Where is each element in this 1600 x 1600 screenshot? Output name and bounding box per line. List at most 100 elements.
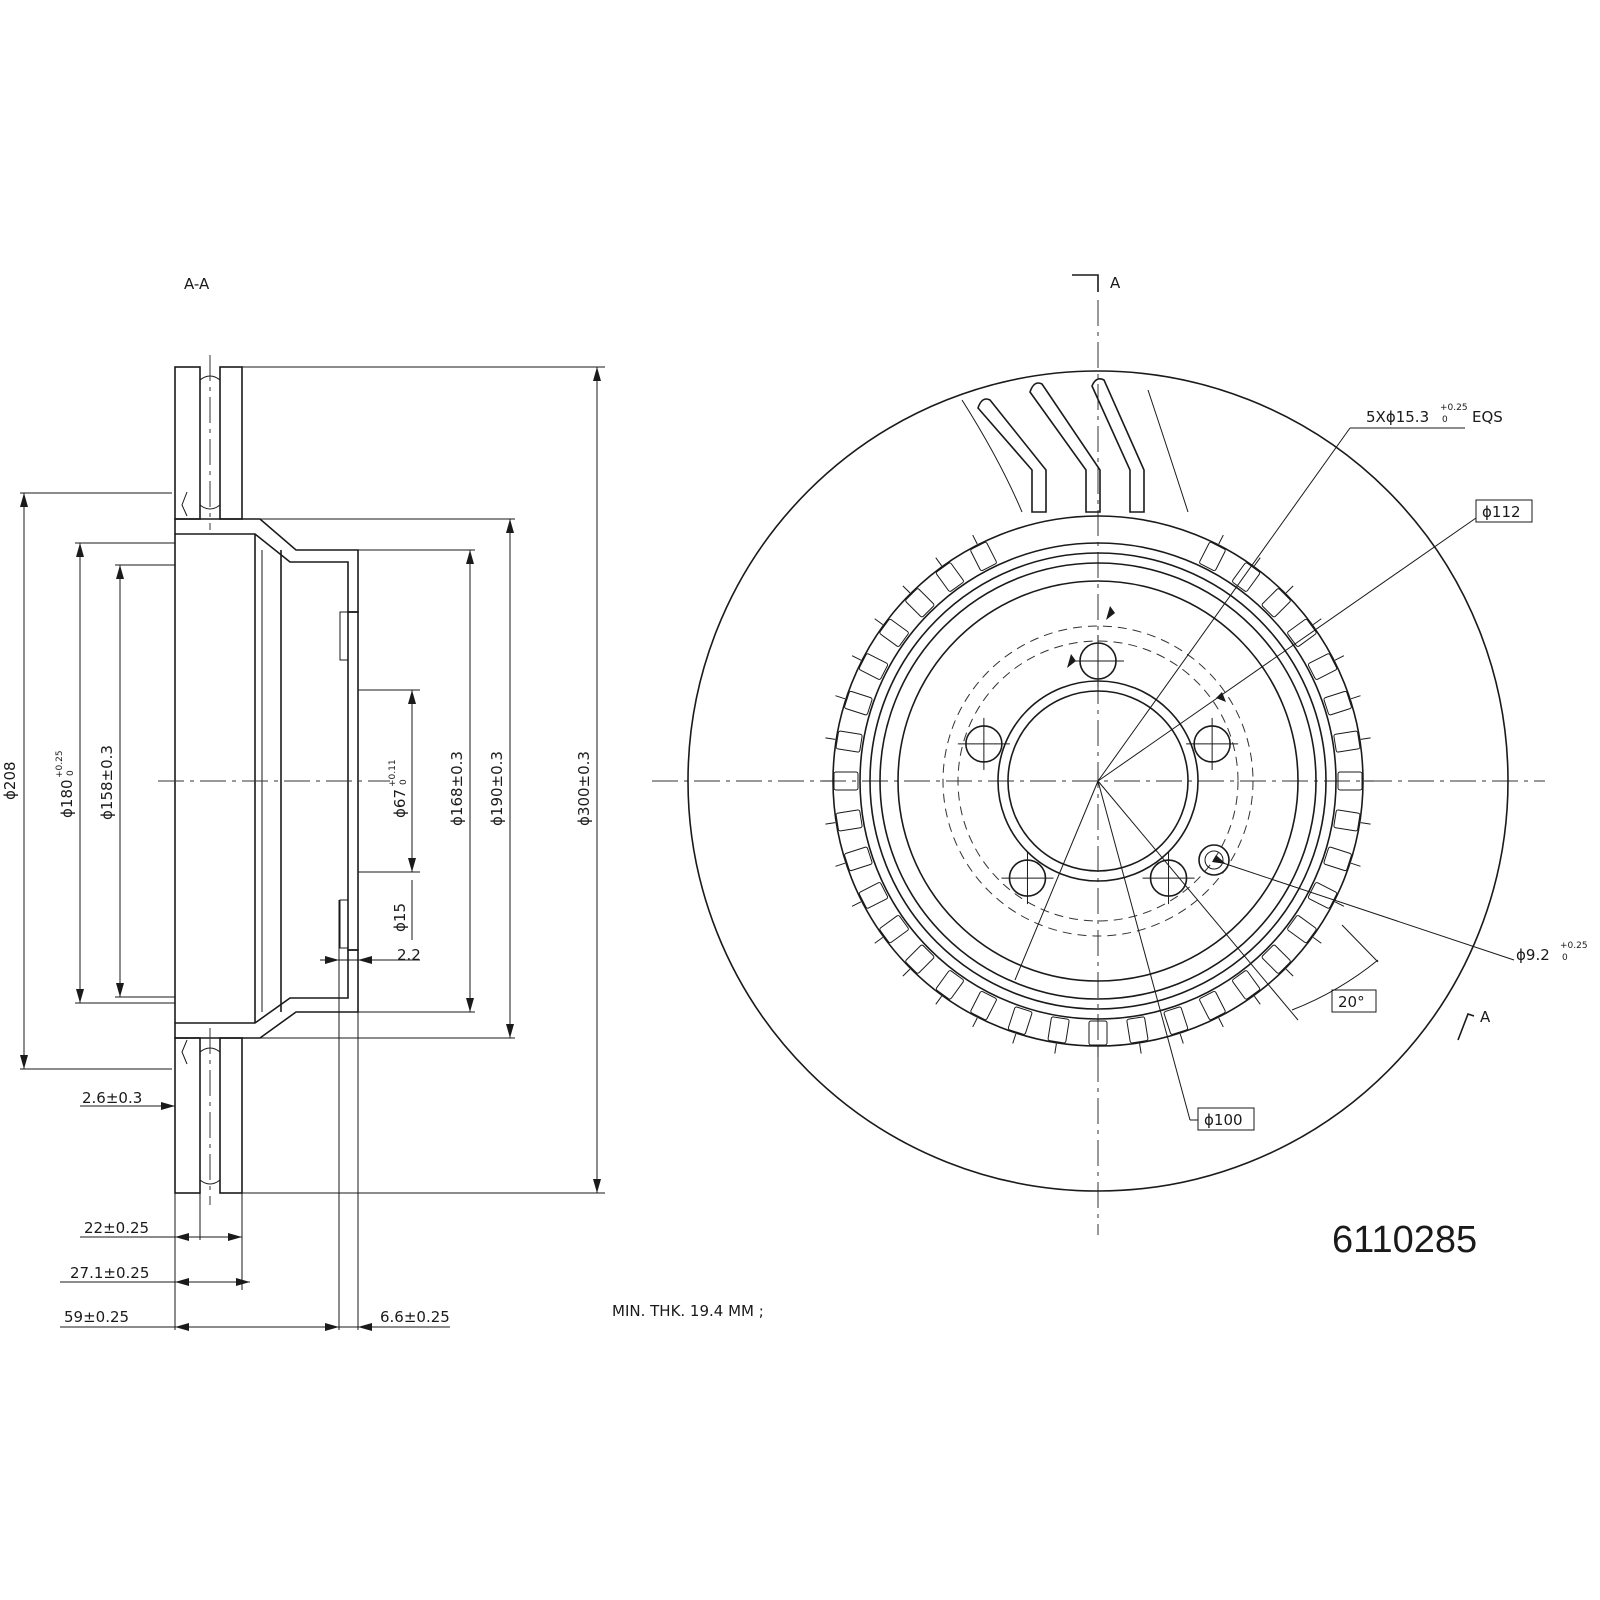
dim-d208: ϕ208 <box>1 761 19 800</box>
svg-text:EQS: EQS <box>1472 408 1503 426</box>
svg-text:ϕ180: ϕ180 <box>58 779 76 818</box>
dim-d168: ϕ168±0.3 <box>448 751 466 826</box>
vent-slot <box>1287 915 1322 944</box>
vent-slot <box>935 970 964 1005</box>
vent-slots <box>822 534 1374 1057</box>
vent-slot <box>1333 730 1371 753</box>
vent-fin-cutaway <box>961 378 1189 513</box>
box-d112 <box>1475 499 1533 523</box>
min-thickness-note: MIN. THK. 19.4 MM ; <box>612 1302 764 1320</box>
vent-slot <box>851 653 889 680</box>
section-label: A-A <box>184 275 210 293</box>
front-dim-d100: ϕ100 <box>1204 1111 1243 1129</box>
hat-section-top <box>174 518 359 613</box>
vent-slot <box>970 990 997 1028</box>
svg-text:+0.25: +0.25 <box>55 750 65 778</box>
pin-hole <box>1198 844 1230 876</box>
svg-text:0: 0 <box>1442 415 1448 425</box>
leader-lines <box>1014 427 1515 1121</box>
vent-slot <box>1232 557 1261 592</box>
hat-ring-3 <box>897 580 1299 982</box>
bolt-hole <box>957 717 1010 770</box>
section-extension-lines <box>20 366 605 1330</box>
vent-slot <box>1163 1006 1189 1044</box>
vent-slot <box>1261 585 1294 618</box>
section-marker-bottom-label: A <box>1480 1008 1491 1026</box>
svg-text:+0.25: +0.25 <box>1440 403 1468 413</box>
bolt-hole <box>1072 635 1124 687</box>
svg-text:ϕ67: ϕ67 <box>391 789 409 818</box>
section-cut-marker-top <box>1072 274 1099 292</box>
rotor-plate-top <box>174 366 243 520</box>
front-view: A A <box>652 274 1588 1235</box>
vent-ring-inner <box>859 542 1337 1020</box>
vent-slot <box>825 809 863 832</box>
section-arrowheads <box>20 367 601 1331</box>
front-dim-pin-hole: ϕ9.2 +0.25 0 <box>1516 941 1588 964</box>
vent-slot <box>1047 1016 1070 1054</box>
rotor-plate-bottom <box>174 1037 243 1194</box>
box-angle <box>1331 989 1377 1013</box>
part-number: 6110285 <box>1332 1219 1477 1261</box>
vent-slot <box>902 585 935 618</box>
rotor-outer-edge <box>687 370 1509 1192</box>
dim-22: 22±0.25 <box>84 1219 149 1237</box>
bolt-hole <box>1001 852 1054 905</box>
dim-2-2: 2.2 <box>397 946 421 964</box>
hat-ring-1 <box>869 552 1327 1010</box>
vent-slot <box>1088 1020 1108 1057</box>
section-dimension-lines <box>23 367 598 1328</box>
svg-text:0: 0 <box>1562 953 1568 963</box>
vent-slot <box>1126 1016 1149 1054</box>
svg-text:0: 0 <box>399 779 409 785</box>
vent-slot <box>902 944 935 977</box>
dim-27-1: 27.1±0.25 <box>70 1264 149 1282</box>
vent-slot <box>1323 846 1361 872</box>
vent-slot <box>822 771 859 791</box>
dim-59: 59±0.25 <box>64 1308 129 1326</box>
vent-slot <box>851 882 889 909</box>
section-view: A-A <box>1 275 605 1331</box>
vent-slot <box>1307 653 1345 680</box>
vent-slot <box>970 534 997 572</box>
dim-d67: ϕ67 +0.11 0 <box>388 759 409 818</box>
vent-slot <box>1287 618 1322 647</box>
vent-ring-outer <box>832 515 1364 1047</box>
bolt-holes <box>957 635 1239 905</box>
dim-d158: ϕ158±0.3 <box>98 745 116 820</box>
vent-slot <box>1261 944 1294 977</box>
dim-2-6: 2.6±0.3 <box>82 1089 142 1107</box>
vent-slot <box>1307 882 1345 909</box>
section-cut-marker-bottom <box>1457 1012 1475 1041</box>
hat-section-bottom <box>174 949 359 1039</box>
hat-ring-2 <box>879 562 1317 1000</box>
dim-d190: ϕ190±0.3 <box>488 751 506 826</box>
svg-text:ϕ9.2: ϕ9.2 <box>1516 946 1550 964</box>
bolt-hole <box>1142 852 1195 905</box>
svg-text:5Xϕ15.3: 5Xϕ15.3 <box>1366 408 1429 426</box>
vent-slot <box>874 915 909 944</box>
dim-d300: ϕ300±0.3 <box>575 751 593 826</box>
vent-slot <box>874 618 909 647</box>
svg-text:+0.25: +0.25 <box>1560 941 1588 951</box>
vent-slot <box>825 730 863 753</box>
vent-slot <box>1232 970 1261 1005</box>
bolt-circle <box>942 625 1254 937</box>
vent-slot <box>1333 809 1371 832</box>
vent-slot <box>1323 690 1361 716</box>
vent-slot <box>1199 990 1226 1028</box>
dim-d180: ϕ180 +0.25 0 <box>55 750 76 818</box>
dim-6-6: 6.6±0.25 <box>380 1308 450 1326</box>
box-d100 <box>1197 1107 1255 1131</box>
vent-slot <box>835 846 873 872</box>
svg-text:0: 0 <box>66 770 76 776</box>
vent-slot <box>1337 771 1374 791</box>
vent-slot <box>1199 534 1226 572</box>
front-dim-d112: ϕ112 <box>1482 503 1521 521</box>
vent-slot <box>1007 1006 1033 1044</box>
center-bore <box>1007 690 1189 872</box>
front-dim-bolt-holes: 5Xϕ15.3 +0.25 0 EQS <box>1366 403 1503 426</box>
front-dim-angle: 20° <box>1338 993 1365 1011</box>
bolt-hole <box>1186 717 1239 770</box>
